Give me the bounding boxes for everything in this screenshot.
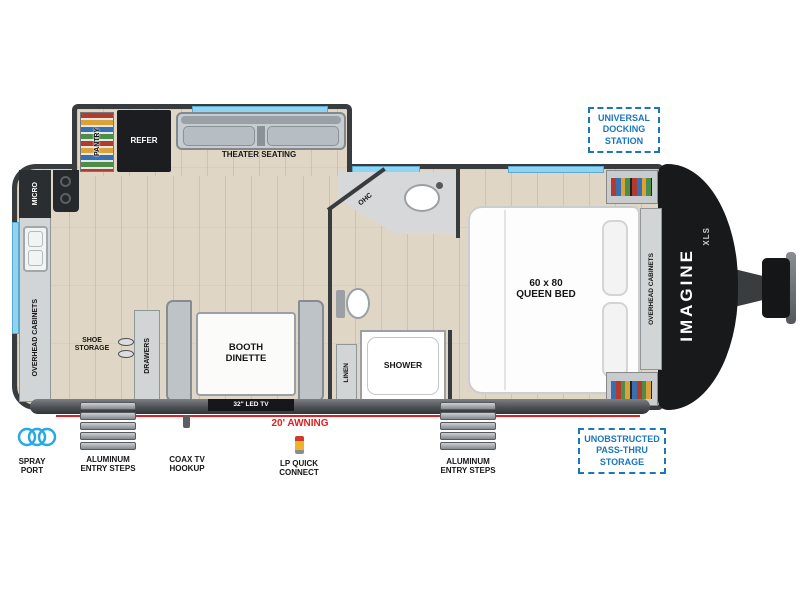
pantry-cabinet <box>80 112 114 172</box>
microwave: MICRO <box>19 170 51 218</box>
seat-back <box>181 116 341 124</box>
step-bar <box>440 442 496 450</box>
overhead-cabinets-left-label: OVERHEAD CABINETS <box>31 299 39 377</box>
coax-label: COAX TV HOOKUP <box>169 455 205 473</box>
step-bar <box>440 422 496 430</box>
seat-cushion <box>183 126 255 146</box>
entry-steps-left <box>80 402 136 452</box>
callout-pass-thru-storage: UNOBSTRUCTED PASS-THRU STORAGE <box>578 428 666 474</box>
drawers-cabinet: DRAWERS <box>134 310 160 402</box>
pillow-icon <box>602 302 628 378</box>
entry-steps-right-label: ALUMINUM ENTRY STEPS <box>440 457 496 475</box>
booth-dinette-label: BOOTH DINETTE <box>225 342 267 364</box>
overhead-cabinets-right: OVERHEAD CABINETS <box>640 208 662 370</box>
overhead-cabinets-right-label: OVERHEAD CABINETS <box>647 253 655 325</box>
linen-cabinet: LINEN <box>336 344 357 402</box>
refrigerator: REFER <box>117 110 171 172</box>
step-bar <box>440 432 496 440</box>
linen-label: LINEN <box>343 363 350 383</box>
tv-label: 32" LED TV <box>233 401 269 409</box>
nightstand-top <box>606 170 658 204</box>
burner-icon <box>60 176 71 187</box>
window-bath-icon <box>352 166 420 173</box>
cooktop <box>53 170 79 212</box>
dinette-bench-right <box>298 300 324 402</box>
dinette-table: BOOTH DINETTE <box>196 312 296 396</box>
brand-imagine: IMAGINE <box>676 210 698 380</box>
step-bar <box>80 412 136 420</box>
microwave-label: MICRO <box>31 182 39 206</box>
drawers-label: DRAWERS <box>143 338 151 374</box>
shower-label: SHOWER <box>383 360 423 371</box>
refrigerator-label: REFER <box>130 135 158 145</box>
spray-port-icon <box>17 427 57 447</box>
step-bar <box>440 412 496 420</box>
awning-label: 20' AWNING <box>258 418 342 430</box>
kitchen-sink-icon <box>23 226 48 272</box>
coax-icon <box>183 415 190 428</box>
entry-steps-left-label: ALUMINUM ENTRY STEPS <box>80 455 136 473</box>
bath-wall-vertical <box>328 208 332 408</box>
seat-console <box>257 126 265 146</box>
brand-xls-text: XLS <box>701 226 711 246</box>
step-bar <box>80 432 136 440</box>
step-bar <box>80 402 136 410</box>
shower-pan <box>367 337 439 395</box>
tv-strip: 32" LED TV <box>208 399 294 411</box>
shower-stall: SHOWER <box>360 330 446 402</box>
hitch-jack <box>786 252 796 324</box>
step-bar <box>80 422 136 430</box>
sink-bowl <box>28 250 43 266</box>
front-cap <box>658 164 738 410</box>
entry-steps-right <box>440 402 496 452</box>
bath-faucet-icon <box>436 182 443 189</box>
dinette-bench-left <box>166 300 192 402</box>
bedroom-wall-top <box>456 168 460 238</box>
shoe-icon <box>118 350 134 358</box>
toilet-icon <box>346 288 370 319</box>
bedroom-wall-bottom <box>448 330 452 408</box>
hitch-coupler <box>762 258 790 318</box>
bed-fold-line <box>504 210 506 390</box>
window-bed-top-icon <box>508 166 604 173</box>
shoe-icon <box>118 338 134 346</box>
window-left-icon <box>12 222 19 334</box>
brand-imagine-text: IMAGINE <box>677 248 696 342</box>
lp-connect-icon <box>295 436 304 454</box>
step-bar <box>440 402 496 410</box>
burner-icon <box>60 193 71 204</box>
shoe-storage-label: SHOE STORAGE <box>74 337 110 352</box>
pantry-label-wrap: PANTRY <box>80 112 114 172</box>
theater-seating-label: THEATER SEATING <box>221 150 297 159</box>
step-bar <box>80 442 136 450</box>
toilet-tank-icon <box>336 290 345 318</box>
bath-sink-icon <box>404 184 440 212</box>
seat-cushion <box>267 126 339 146</box>
lp-connect-label: LP QUICK CONNECT <box>279 459 319 477</box>
pantry-label: PANTRY <box>93 128 101 156</box>
books-icon <box>611 178 652 196</box>
awning-red-line <box>56 415 640 417</box>
books-icon <box>611 381 652 399</box>
brand-xls: XLS <box>699 214 713 258</box>
spray-port-label: SPRAY PORT <box>18 457 46 475</box>
queen-bed-label: 60 x 80 QUEEN BED <box>516 278 576 301</box>
theater-seating <box>176 112 346 150</box>
overhead-cabinets-left: OVERHEAD CABINETS <box>19 278 51 398</box>
sink-bowl <box>28 231 43 247</box>
pillow-icon <box>602 220 628 296</box>
callout-universal-docking-station: UNIVERSAL DOCKING STATION <box>588 107 660 153</box>
